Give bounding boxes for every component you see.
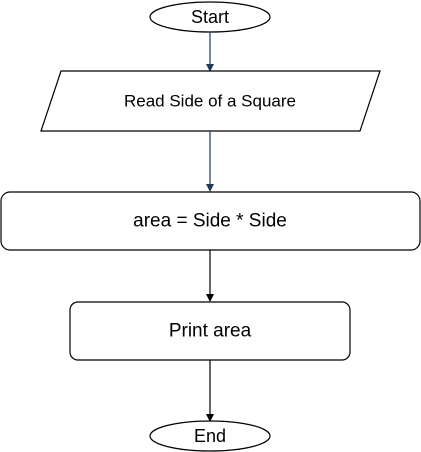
compute-node: area = Side * Side (0, 191, 421, 251)
read-input-label: Read Side of a Square (124, 92, 296, 111)
print-label: Print area (169, 321, 252, 342)
end-node: End (149, 420, 271, 452)
end-terminator-shape (149, 420, 271, 452)
start-label: Start (191, 7, 229, 27)
start-node: Start (149, 1, 271, 33)
read-input-node: Read Side of a Square (40, 70, 381, 132)
compute-label: area = Side * Side (133, 211, 287, 232)
print-node: Print area (69, 301, 351, 361)
input-parallelogram-shape (40, 70, 381, 132)
end-label: End (194, 426, 226, 446)
